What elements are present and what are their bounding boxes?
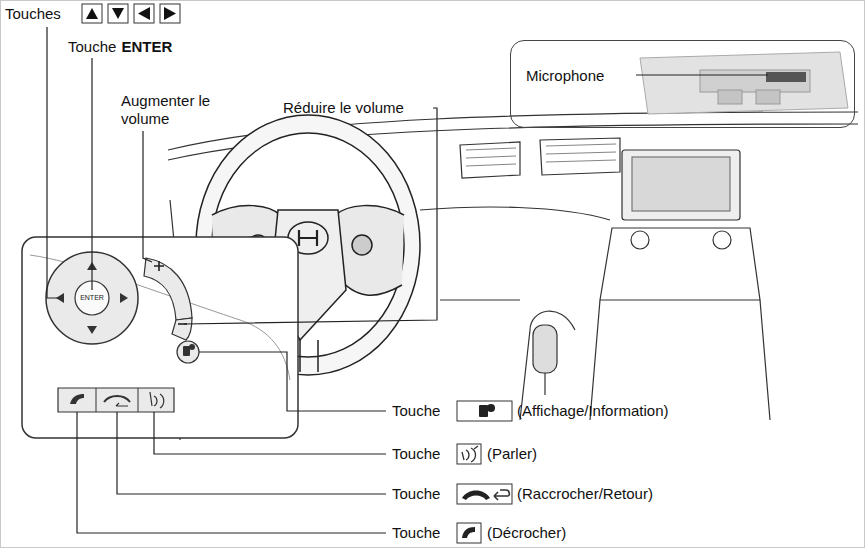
key-function: (Parler) xyxy=(487,445,537,463)
key-function: (Raccrocher/Retour) xyxy=(517,485,653,503)
overhead-console xyxy=(640,52,848,114)
key-label: Touche xyxy=(392,402,440,420)
inset-label: Microphone xyxy=(526,67,604,85)
button-icons xyxy=(457,401,512,543)
leader-line xyxy=(47,27,768,533)
key-group-label: Touches xyxy=(5,5,61,23)
microphone-inset: Microphone xyxy=(510,40,855,128)
key-label: Touche xyxy=(392,485,440,503)
key-name: ENTER xyxy=(121,38,172,56)
key-label: Touche xyxy=(392,445,440,463)
key-function: (Décrocher) xyxy=(487,524,566,542)
key-label: Touche xyxy=(68,38,116,56)
volume-up-label: Augmenter le volume xyxy=(121,92,249,128)
arrow-key-icons xyxy=(82,4,180,23)
controls-inset xyxy=(22,237,298,438)
volume-down-label: Réduire le volume xyxy=(283,99,404,117)
button-text: ENTER xyxy=(79,294,105,302)
key-label: Touche xyxy=(392,524,440,542)
key-function: (Affichage/Information) xyxy=(517,402,668,420)
